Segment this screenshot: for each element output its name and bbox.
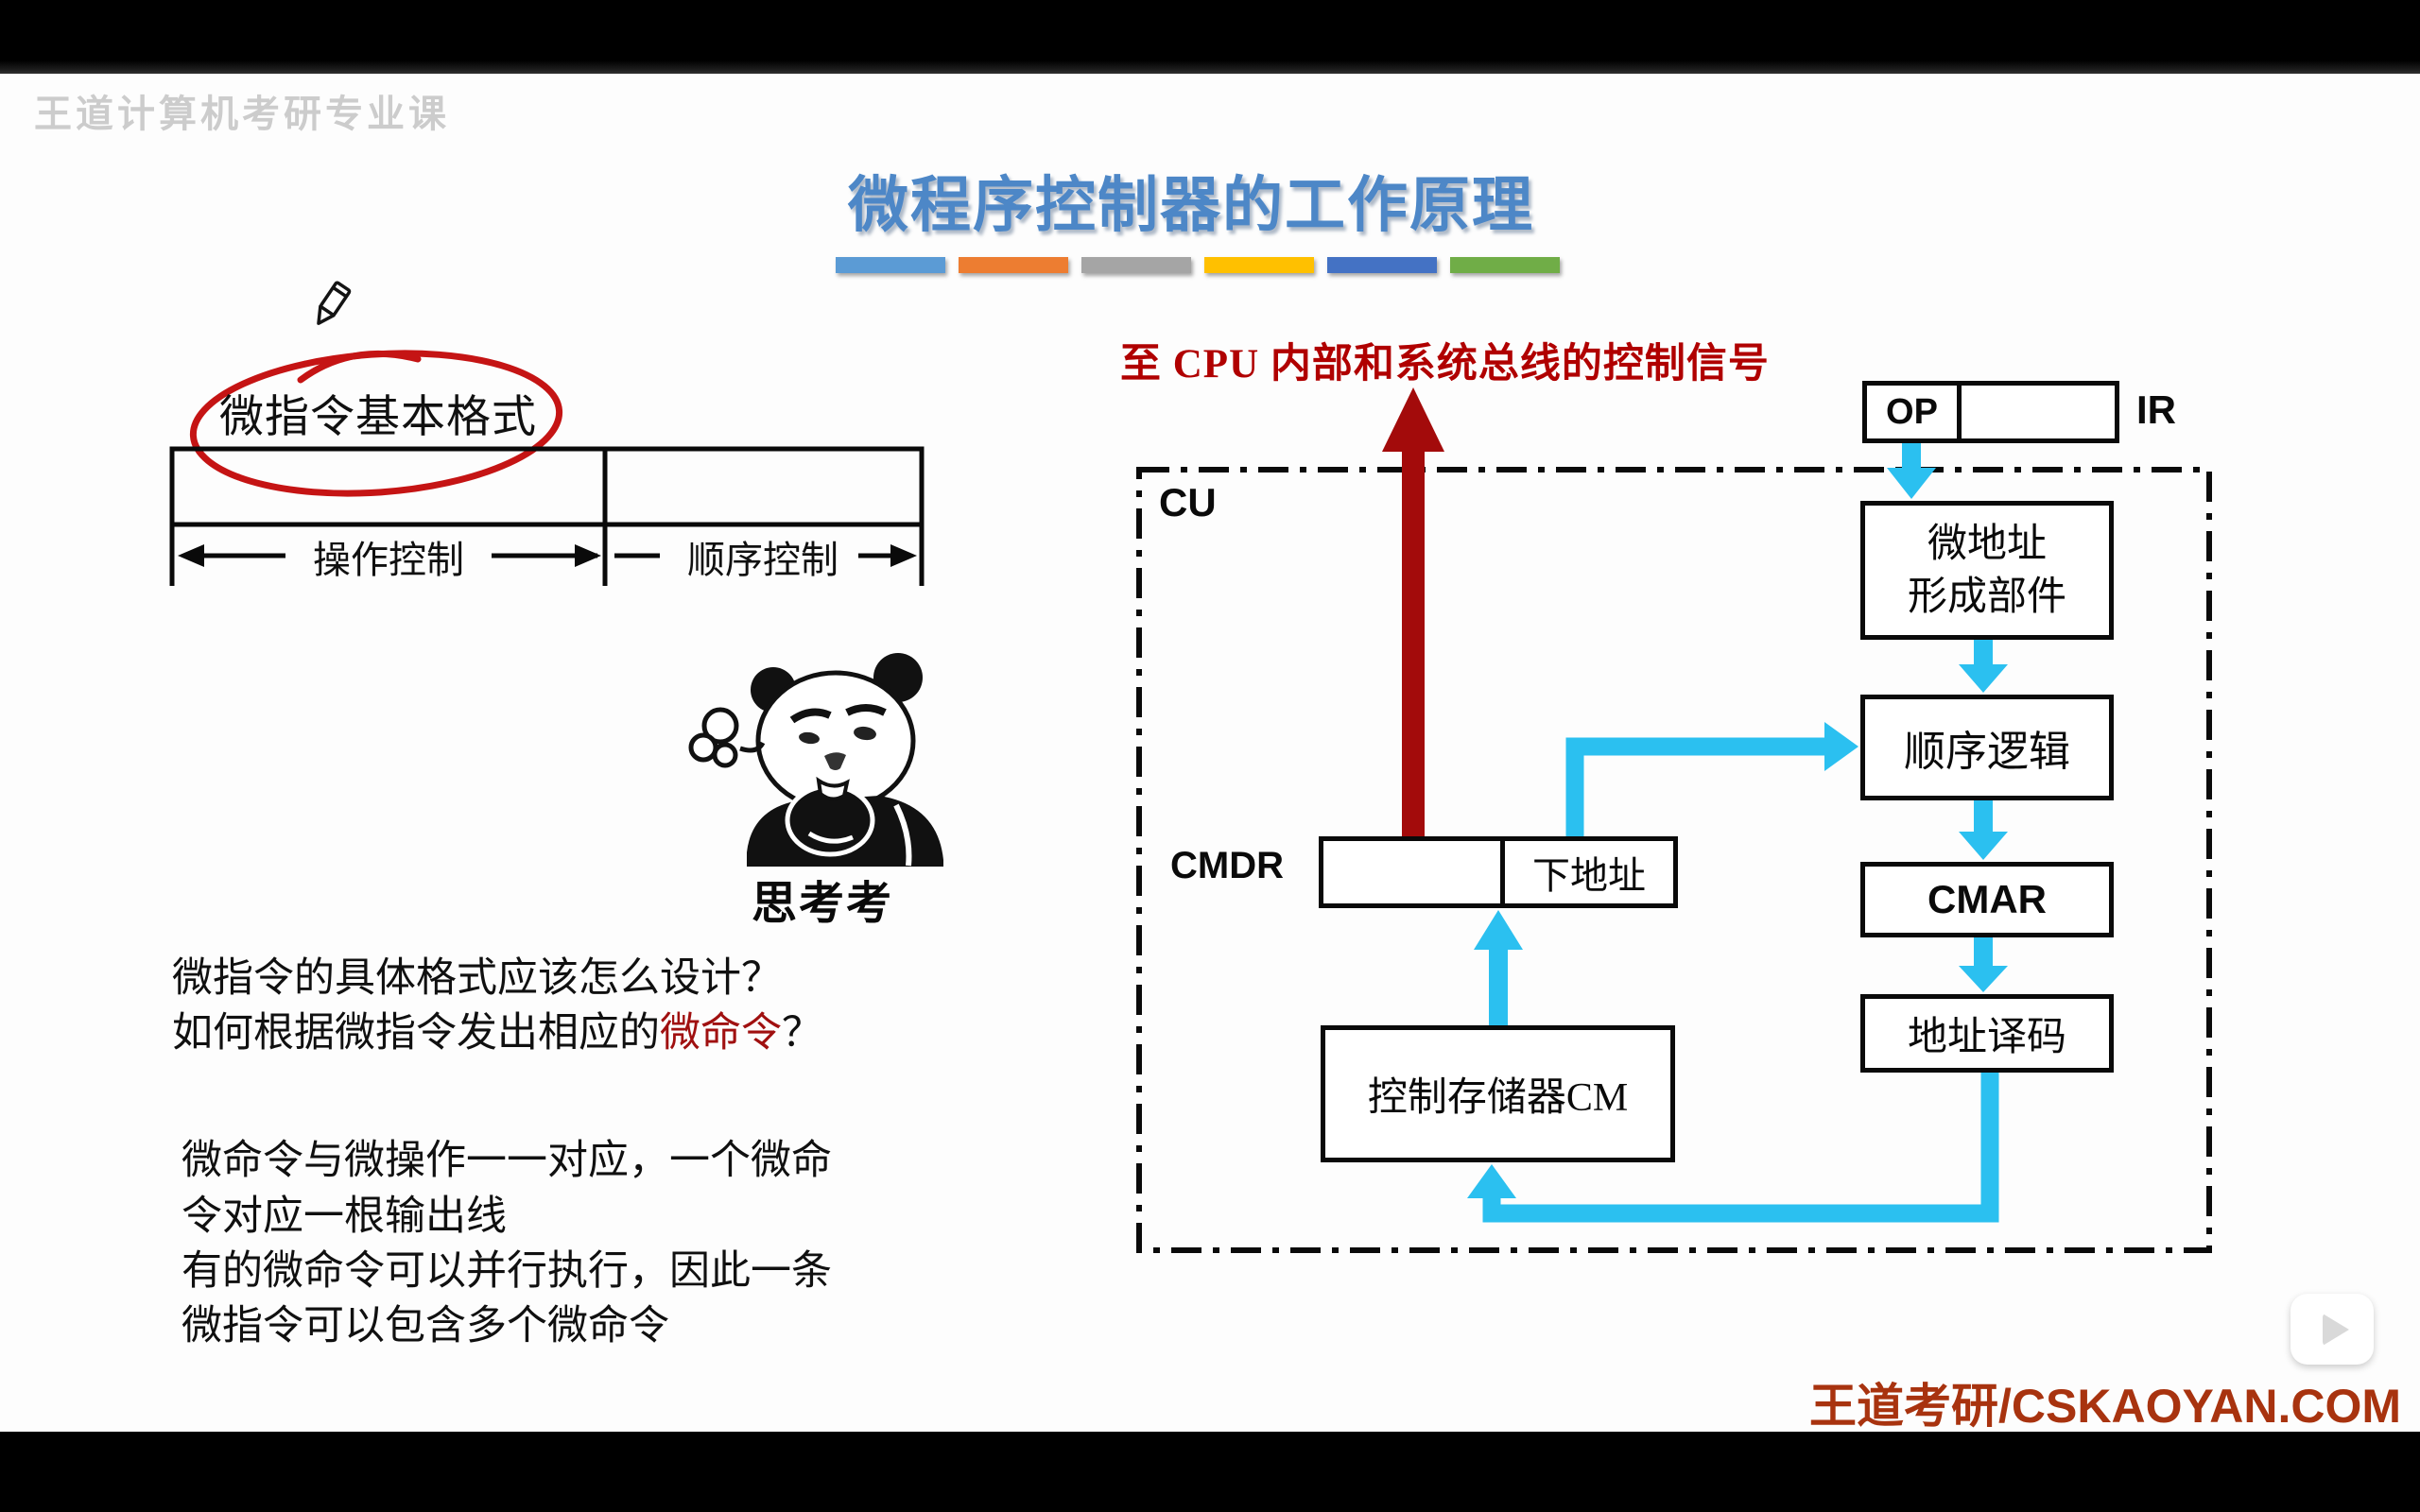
question-line-2: 如何根据微指令发出相应的微命令？ (172, 1000, 822, 1058)
format-heading: 微指令基本格式 (219, 393, 537, 442)
meme-caption: 思考考 (751, 879, 893, 929)
slide-title: 微程序控制器的工作原理 (848, 171, 1534, 239)
accent-bars (836, 257, 1560, 273)
accent-bar (1081, 257, 1191, 273)
channel-watermark: 王道计算机考研专业课 (34, 94, 450, 135)
question-line-2-prefix: 如何根据微指令发出相应的 (172, 1011, 660, 1056)
sequence-control-caption: 顺序控制 (687, 539, 838, 581)
accent-bar (836, 257, 945, 273)
cmar-box: CMAR (1860, 862, 2114, 937)
ir-register-box: OP (1862, 381, 2119, 443)
cmdr-next-address-cell: 下地址 (1532, 854, 1646, 897)
panda-meme (688, 653, 943, 867)
cmdr-label: CMDR (1170, 845, 1284, 886)
control-signal-label: 至 CPU 内部和系统总线的控制信号 (1120, 342, 1770, 387)
sequence-logic-box: 顺序逻辑 (1860, 695, 2114, 800)
operation-control-caption: 操作控制 (313, 539, 464, 581)
question-line-1: 微指令的具体格式应该怎么设计？ (172, 956, 782, 1001)
pencil-cursor-icon (317, 281, 352, 325)
letterbox-bottom (0, 1432, 2420, 1512)
note-line-3: 有的微命令可以并行执行，因此一条 (182, 1249, 832, 1294)
brand-footer: 王道考研/CSKAOYAN.COM (1809, 1380, 2401, 1433)
note-line-2: 令对应一根输出线 (182, 1194, 507, 1239)
letterbox-top (0, 0, 2420, 74)
accent-bar (1327, 257, 1437, 273)
micro-address-unit-line1: 微地址 (1927, 522, 2047, 566)
play-icon (2323, 1313, 2349, 1346)
micro-address-unit-box: 微地址 形成部件 (1860, 501, 2114, 640)
control-signal-arrow (1382, 387, 1444, 836)
micro-address-unit-line2: 形成部件 (1907, 575, 2066, 619)
ir-label: IR (2136, 387, 2176, 432)
micro-command-highlight: 微命令 (660, 1011, 782, 1056)
thought-puff (688, 707, 766, 768)
note-line-4: 微指令可以包含多个微命令 (182, 1304, 669, 1349)
accent-bar (1450, 257, 1560, 273)
ir-opcode-cell: OP (1867, 386, 1962, 438)
cu-label: CU (1159, 480, 1217, 524)
note-line-1: 微命令与微操作一一对应，一个微命 (182, 1139, 832, 1183)
question-line-2-suffix: ？ (782, 1011, 822, 1056)
address-decoder-box: 地址译码 (1860, 994, 2114, 1073)
play-button[interactable] (2290, 1294, 2374, 1365)
ir-address-cell (1962, 386, 2115, 438)
cmdr-control-cell (1323, 841, 1505, 903)
accent-bar (959, 257, 1068, 273)
cmdr-register-box: 下地址 (1319, 836, 1678, 908)
accent-bar (1204, 257, 1314, 273)
control-memory-box: 控制存储器CM (1321, 1025, 1675, 1162)
